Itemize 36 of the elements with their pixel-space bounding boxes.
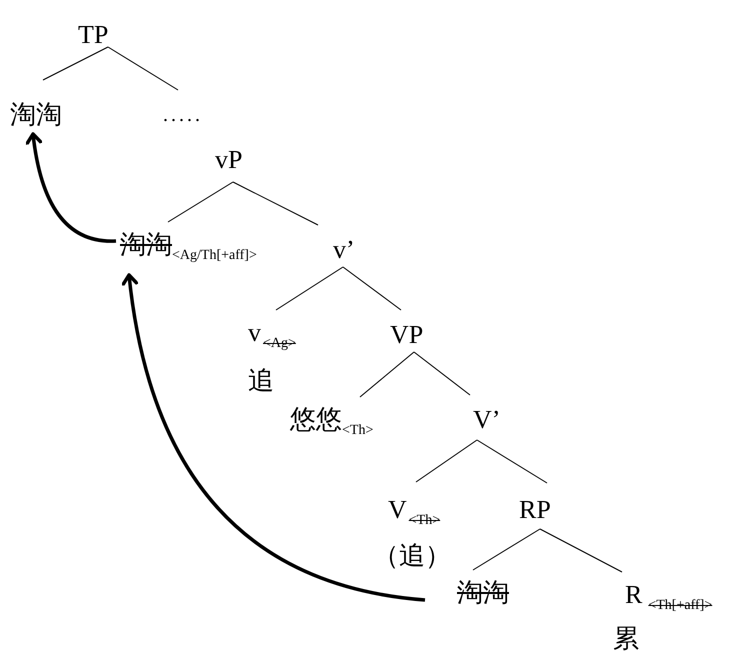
node-label: RP	[519, 495, 551, 525]
node-label: V’	[473, 405, 500, 435]
node-label: v	[248, 318, 261, 348]
tree-branch	[108, 46, 178, 90]
tree-branch	[168, 182, 234, 222]
node-label: V	[388, 495, 407, 525]
word-label: （追）	[373, 541, 451, 571]
tree-branch	[276, 266, 344, 310]
node-label: R	[625, 580, 642, 610]
movement-arrow	[26, 132, 116, 243]
node-label: TP	[78, 20, 108, 50]
tree-branch	[416, 440, 478, 482]
tree-branch	[342, 266, 402, 310]
struck-feature-subscript: <Th[+aff]>	[648, 598, 712, 614]
tree-branch	[42, 46, 108, 80]
word-label: 追	[248, 366, 274, 396]
feature-subscript: <Ag/Th[+aff]>	[172, 248, 257, 264]
node-label: 悠悠	[290, 405, 342, 435]
word-label: 累	[613, 624, 639, 651]
struck-feature-subscript: <Ag>	[263, 336, 296, 352]
node-label: v’	[333, 235, 355, 265]
movement-arrow	[122, 273, 426, 602]
tree-branch	[472, 528, 540, 570]
node-label: vP	[215, 145, 242, 175]
struck-feature-subscript: <Th>	[408, 513, 440, 529]
tree-branch	[540, 528, 622, 572]
tree-branch	[232, 182, 318, 226]
ellipsis-dots: .....	[163, 103, 203, 128]
tree-branch	[360, 352, 414, 398]
struck-node-label: 淘淘	[120, 230, 172, 260]
node-label: 淘淘	[10, 100, 62, 130]
struck-node-label: 淘淘	[457, 578, 509, 608]
tree-branch	[414, 352, 470, 396]
feature-subscript: <Th>	[342, 423, 374, 439]
tree-branch	[476, 440, 548, 484]
node-label: VP	[390, 320, 424, 350]
